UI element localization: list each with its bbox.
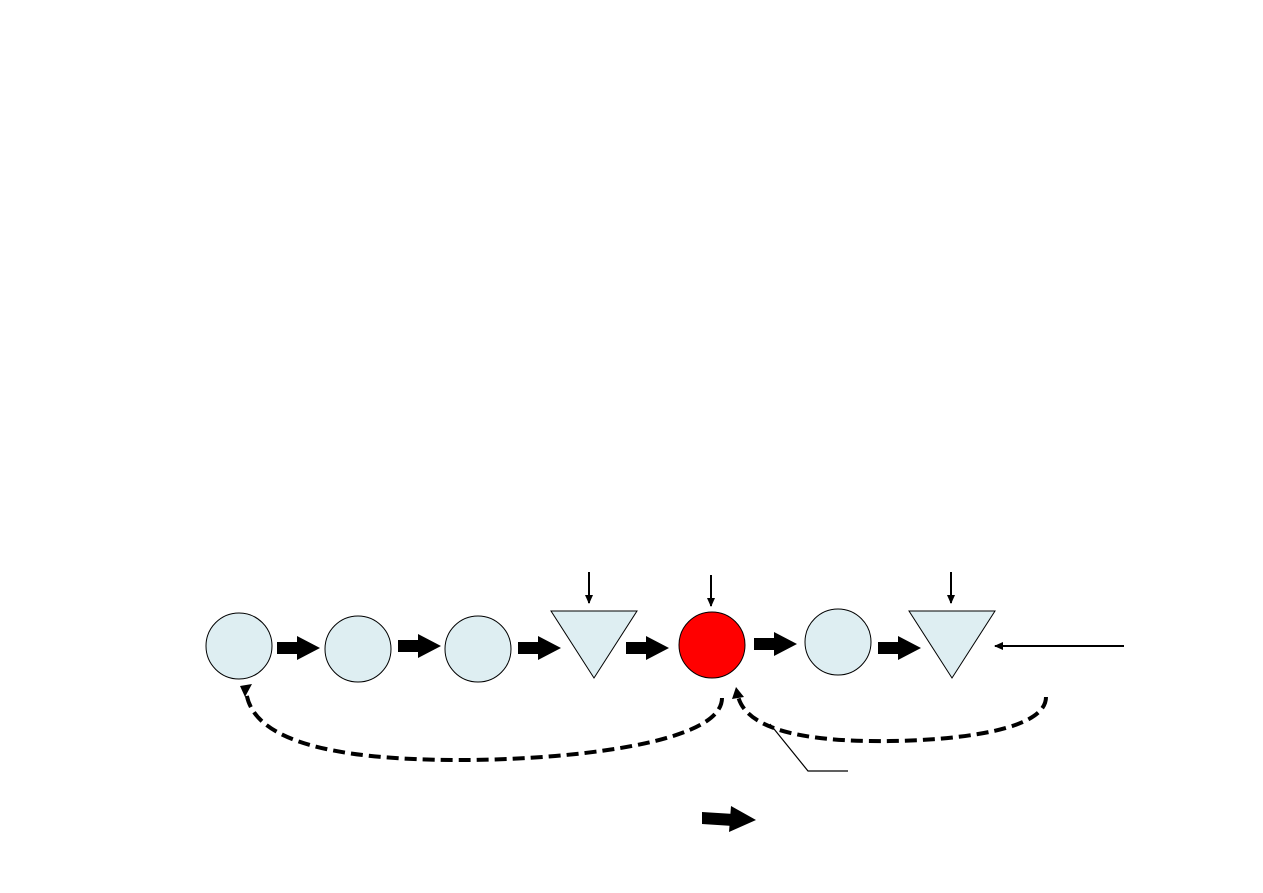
step-node-3 (444, 615, 512, 683)
feedback-loop-right (736, 695, 1048, 744)
step-node-6 (804, 608, 872, 676)
flow-arrow-4 (626, 636, 669, 660)
flow-arrow-5 (754, 632, 797, 656)
inventory-triangle-1 (550, 610, 638, 679)
flow-arrow-3 (518, 636, 561, 660)
inventory-triangle-2 (908, 610, 996, 679)
flow-arrow-6 (878, 636, 921, 660)
highlighted-step-node (678, 611, 746, 679)
flow-arrow-2 (398, 634, 441, 658)
feedback-loop-left-head (240, 684, 252, 697)
feedback-loop-left (244, 689, 724, 763)
step-node-2 (324, 615, 392, 683)
callout-leader-line (769, 723, 848, 772)
legend-arrow (702, 806, 756, 832)
flow-arrow-1 (277, 636, 320, 660)
feedback-loop-right-head (732, 687, 744, 699)
step-node-1 (205, 612, 273, 680)
